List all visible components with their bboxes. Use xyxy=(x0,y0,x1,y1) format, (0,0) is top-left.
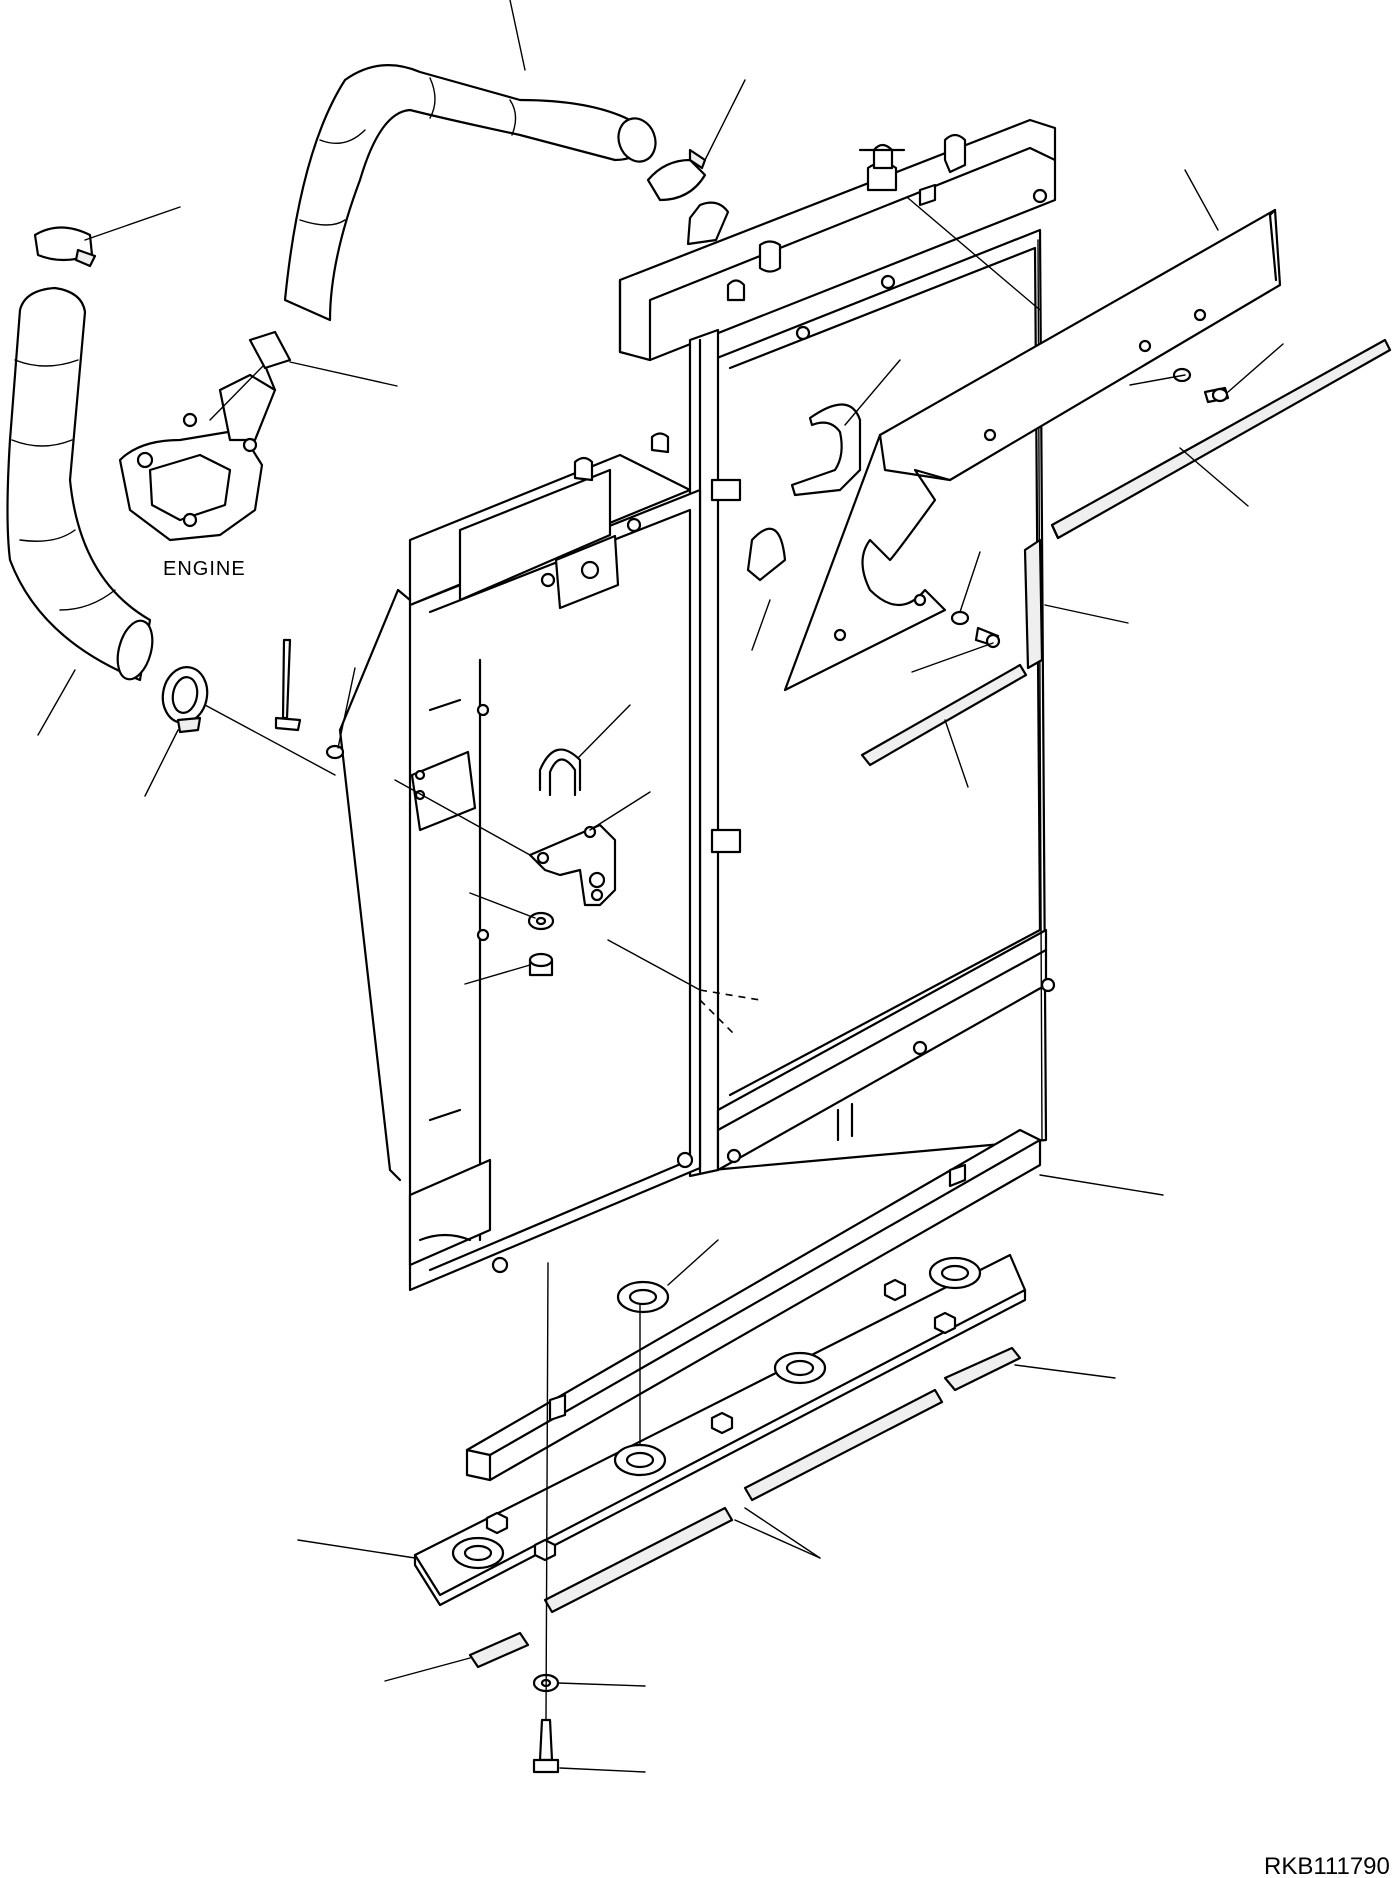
bracket-nut xyxy=(528,952,554,977)
seal-strip-vertical xyxy=(1023,538,1044,670)
bypass-hose-lower xyxy=(746,527,787,582)
shroud-washer-lower xyxy=(950,610,970,626)
upper-radiator-hose xyxy=(283,64,657,322)
mount-beam xyxy=(465,1128,1042,1482)
spacer-pad-left xyxy=(468,1631,530,1669)
lower-hose-clamp-bottom xyxy=(161,666,209,734)
upper-hose-clamp xyxy=(646,148,707,202)
rubber-mount-4 xyxy=(613,1443,667,1477)
engine-label: ENGINE xyxy=(163,558,246,580)
bracket-washer xyxy=(527,911,555,931)
seal-strip-short xyxy=(860,663,1028,767)
shroud-bolt-upper xyxy=(1203,386,1230,404)
bypass-hose-upper xyxy=(790,403,862,497)
shroud-plate xyxy=(783,208,1282,692)
rubber-mount-1 xyxy=(616,1280,670,1314)
aftercooler-core xyxy=(338,432,702,1292)
spacer-pad-long xyxy=(543,1506,734,1614)
leader-lines xyxy=(37,0,1284,1773)
rubber-mount-2 xyxy=(928,1256,982,1290)
assembly-lines xyxy=(204,197,1041,1721)
rubber-mount-3 xyxy=(773,1351,827,1385)
engine-label-group: ENGINE xyxy=(163,558,246,580)
u-bolt xyxy=(538,748,582,797)
bottom-bolt xyxy=(532,1718,560,1774)
spacer-pad-right xyxy=(943,1346,1022,1392)
hose-bolt xyxy=(274,638,302,732)
seal-strip-long xyxy=(1050,338,1392,540)
spacer-pad-center xyxy=(743,1388,944,1502)
mount-nuts xyxy=(485,1278,957,1562)
rubber-mount-5 xyxy=(451,1536,505,1570)
hose-washer xyxy=(325,744,345,760)
lower-radiator-hose xyxy=(6,286,154,682)
lower-hose-clamp-top xyxy=(33,226,97,268)
mounting-bracket xyxy=(528,823,617,907)
thermostat-housing xyxy=(118,330,292,542)
drawing-number: RKB111790 xyxy=(1264,1853,1390,1878)
